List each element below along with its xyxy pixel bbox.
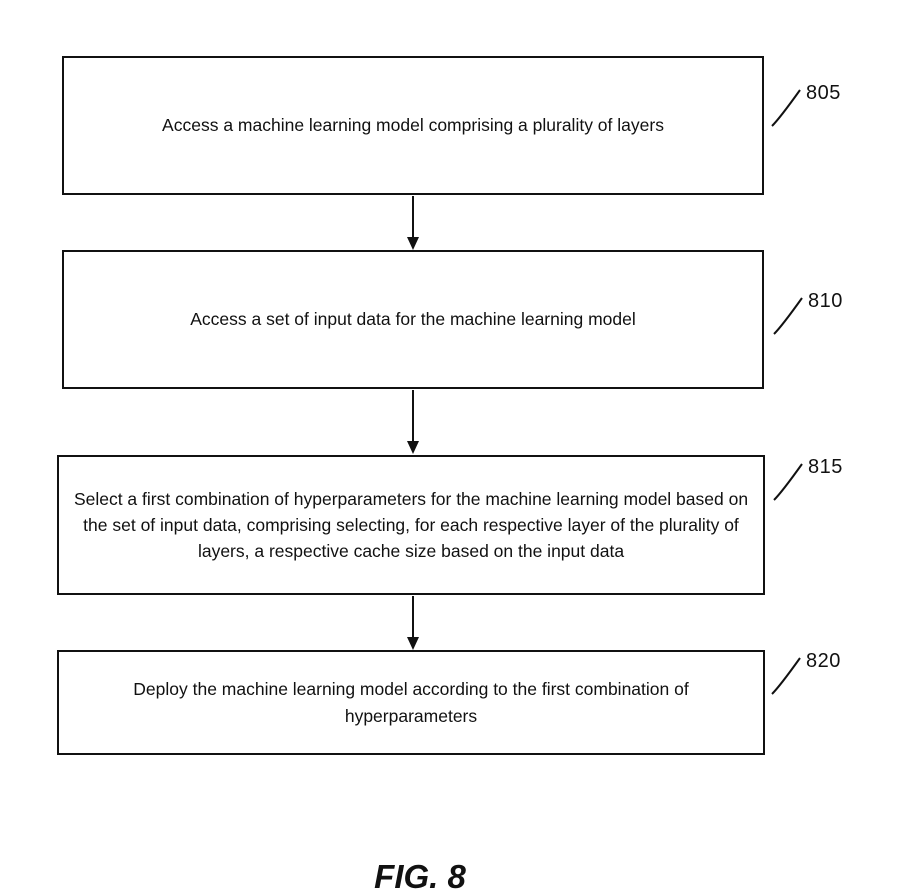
flow-step-text: Select a first combination of hyperparam… bbox=[73, 488, 749, 562]
flow-step-text: Access a machine learning model comprisi… bbox=[162, 115, 664, 136]
figure-caption: FIG. 8 bbox=[374, 858, 466, 889]
ref-label-820: 820 bbox=[806, 650, 841, 672]
arrow-shaft bbox=[412, 390, 414, 441]
flow-arrow bbox=[406, 596, 420, 650]
flow-step-810: Access a set of input data for the machi… bbox=[62, 250, 764, 389]
arrow-shaft bbox=[412, 196, 414, 237]
flow-step-805: Access a machine learning model comprisi… bbox=[62, 56, 764, 195]
ref-label-810: 810 bbox=[808, 290, 843, 312]
flow-step-815: Select a first combination of hyperparam… bbox=[57, 455, 765, 595]
arrow-head bbox=[407, 637, 419, 650]
arrow-shaft bbox=[412, 596, 414, 637]
leader-line bbox=[773, 297, 803, 335]
ref-label-805: 805 bbox=[806, 82, 841, 104]
flow-step-820: Deploy the machine learning model accord… bbox=[57, 650, 765, 755]
arrow-head bbox=[407, 237, 419, 250]
leader-line bbox=[771, 89, 801, 127]
ref-label-815: 815 bbox=[808, 456, 843, 478]
flow-step-text: Deploy the machine learning model accord… bbox=[133, 679, 689, 726]
arrow-head bbox=[407, 441, 419, 454]
flow-arrow bbox=[406, 196, 420, 250]
leader-line bbox=[773, 463, 803, 501]
leader-line bbox=[771, 657, 801, 695]
flow-arrow bbox=[406, 390, 420, 454]
flow-step-text: Access a set of input data for the machi… bbox=[190, 309, 636, 330]
